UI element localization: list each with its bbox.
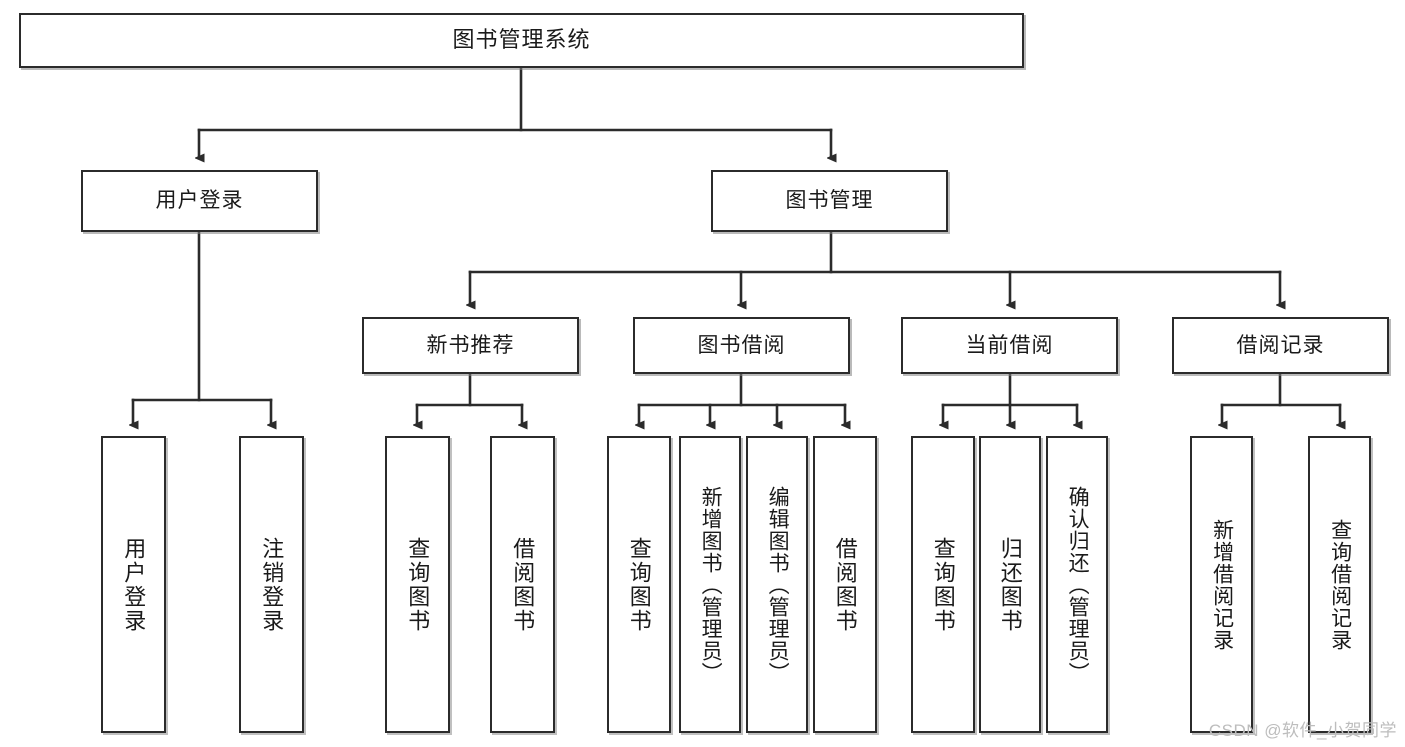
node-root-system[interactable]: 图书管理系统	[19, 13, 1024, 68]
node-new-book-recommend[interactable]: 新书推荐	[362, 317, 579, 374]
leaf-label: 用户登录	[121, 536, 147, 633]
node-user-login[interactable]: 用户登录	[81, 170, 318, 232]
leaf-user-login-login[interactable]: 用户登录	[101, 436, 166, 733]
leaf-label: 编辑图书（管理员）	[766, 485, 790, 684]
node-label: 图书借阅	[697, 333, 786, 357]
leaf-label: 注销登录	[259, 536, 285, 633]
node-label: 借阅记录	[1236, 333, 1325, 357]
leaf-current-borrow-return[interactable]: 归还图书	[979, 436, 1041, 733]
leaf-label: 归还图书	[997, 536, 1023, 633]
leaf-book-borrow-add[interactable]: 新增图书（管理员）	[679, 436, 741, 733]
leaf-new-book-borrow[interactable]: 借阅图书	[490, 436, 555, 733]
node-label: 图书管理系统	[452, 27, 591, 53]
leaf-label: 借阅图书	[832, 536, 858, 633]
node-label: 用户登录	[155, 189, 244, 213]
leaf-current-borrow-confirm[interactable]: 确认归还（管理员）	[1046, 436, 1108, 733]
leaf-label: 查询图书	[626, 536, 652, 633]
node-borrow-record[interactable]: 借阅记录	[1172, 317, 1389, 374]
leaf-current-borrow-query[interactable]: 查询图书	[911, 436, 975, 733]
leaf-label: 查询借阅记录	[1328, 518, 1352, 651]
node-label: 当前借阅	[965, 333, 1054, 357]
node-label: 图书管理	[785, 189, 874, 213]
leaf-label: 查询图书	[930, 536, 956, 633]
leaf-book-borrow-borrow[interactable]: 借阅图书	[813, 436, 877, 733]
leaf-label: 借阅图书	[510, 536, 536, 633]
leaf-book-borrow-query[interactable]: 查询图书	[607, 436, 671, 733]
leaf-label: 新增借阅记录	[1210, 518, 1234, 651]
node-current-borrow[interactable]: 当前借阅	[901, 317, 1118, 374]
leaf-borrow-record-add[interactable]: 新增借阅记录	[1190, 436, 1253, 733]
node-book-management[interactable]: 图书管理	[711, 170, 948, 232]
leaf-new-book-query[interactable]: 查询图书	[385, 436, 450, 733]
node-label: 新书推荐	[426, 333, 515, 357]
node-book-borrow[interactable]: 图书借阅	[633, 317, 850, 374]
leaf-borrow-record-query[interactable]: 查询借阅记录	[1308, 436, 1371, 733]
leaf-user-login-logout[interactable]: 注销登录	[239, 436, 304, 733]
leaf-label: 查询图书	[405, 536, 431, 633]
leaf-book-borrow-edit[interactable]: 编辑图书（管理员）	[746, 436, 808, 733]
leaf-label: 新增图书（管理员）	[699, 485, 723, 684]
leaf-label: 确认归还（管理员）	[1066, 485, 1090, 684]
